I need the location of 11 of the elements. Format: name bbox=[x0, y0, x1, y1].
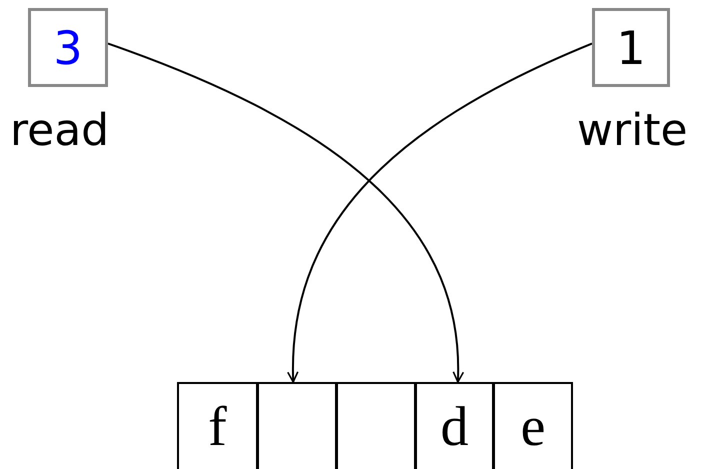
counter-box: 3 bbox=[28, 8, 108, 87]
buffer-cell bbox=[257, 382, 337, 469]
buffer-cell: e bbox=[493, 382, 573, 469]
counter-label: read bbox=[10, 105, 110, 156]
buffer-cell: d bbox=[415, 382, 494, 469]
counter-box: 1 bbox=[592, 8, 670, 87]
buffer-cell: f bbox=[177, 382, 258, 469]
arrow bbox=[108, 42, 464, 383]
counter-label: write bbox=[577, 105, 688, 156]
buffer-cell bbox=[336, 382, 416, 469]
arrow bbox=[288, 42, 592, 383]
